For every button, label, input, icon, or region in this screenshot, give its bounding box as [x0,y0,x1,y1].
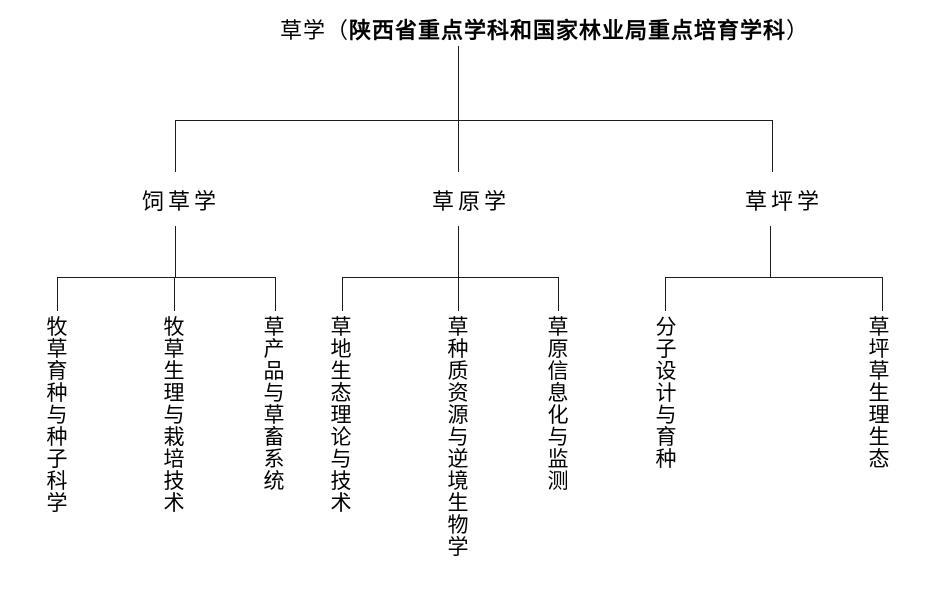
branch-label-sicaoxue: 饲草学 [141,189,221,214]
connector-stub-3-1 [665,277,666,311]
leaf-caodi-shengtai: 草地生态理论与技术 [330,315,352,515]
connector-bracket-branch-1 [57,277,276,278]
connector-stem-branch-2 [458,226,459,277]
branch-label-caopingxue: 草坪学 [744,189,824,214]
leaf-caoyuan-xinxihua: 草原信息化与监测 [547,315,569,493]
leaf-caozhongzhi-ziyuan: 草种质资源与逆境生物学 [447,315,469,559]
connector-root-drop [458,46,459,120]
connector-stub-2-1 [342,277,343,311]
leaf-fenzi-sheji: 分子设计与育种 [655,315,677,471]
leaf-caochanpin: 草产品与草畜系统 [263,315,285,493]
root-node-title: 草学（陕西省重点学科和国家林业局重点培育学科） [280,13,809,45]
connector-stub-2-3 [558,277,559,311]
root-title-suffix: ） [786,18,810,43]
root-title-prefix: 草学（ [280,18,350,43]
branch-label-caoyuanxue: 草原学 [431,189,511,214]
connector-drop-branch-1 [175,120,176,172]
connector-drop-branch-2 [458,120,459,172]
connector-stub-2-2 [458,277,459,311]
connector-bracket-branch-3 [665,277,883,278]
connector-stem-branch-1 [175,226,176,277]
connector-drop-branch-3 [772,120,773,172]
connector-stub-3-2 [882,277,883,311]
connector-stub-1-3 [275,277,276,311]
connector-stem-branch-3 [770,226,771,277]
root-title-bold-text: 陕西省重点学科和国家林业局重点培育学科 [349,18,787,43]
leaf-muccao-yuzhong: 牧草育种与种子科学 [46,315,68,515]
connector-stub-1-1 [57,277,58,311]
connector-stub-1-2 [174,277,175,311]
leaf-mucao-shengli: 牧草生理与栽培技术 [163,315,185,515]
connector-bracket-branch-2 [342,277,559,278]
connector-level1-rail [175,120,773,121]
leaf-caopingcao-shengli: 草坪草生理生态 [868,315,890,471]
